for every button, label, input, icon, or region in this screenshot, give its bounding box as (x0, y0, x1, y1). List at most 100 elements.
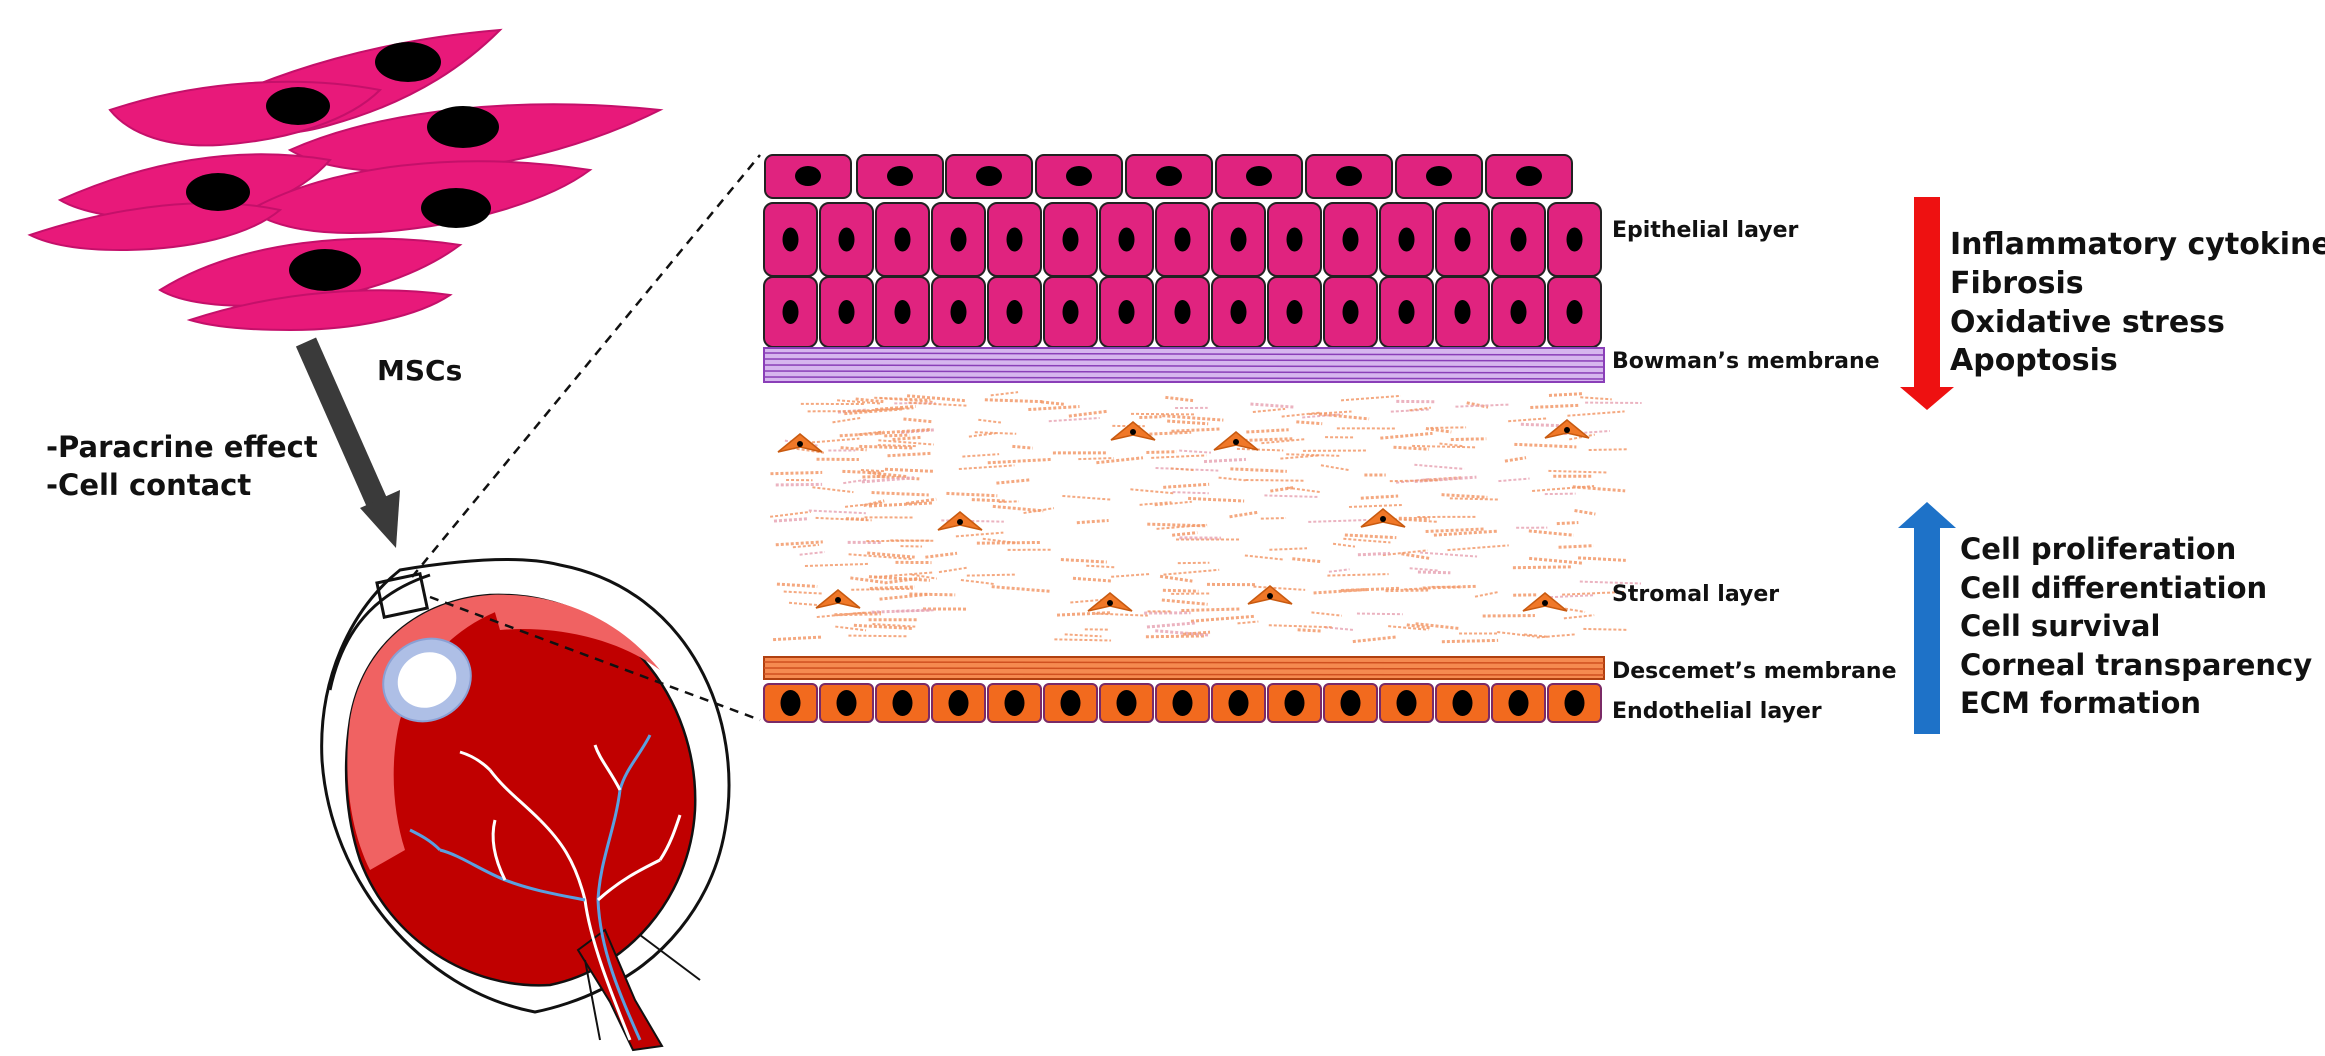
cell-nucleus (838, 227, 855, 252)
collagen-fibril (1327, 573, 1389, 577)
collagen-fibril (856, 407, 914, 412)
collagen-fibril (1246, 428, 1289, 434)
collagen-fibril (1252, 407, 1286, 414)
collagen-fibril (872, 623, 916, 628)
collagen-fibril (1218, 476, 1246, 482)
collagen-fibril (1188, 496, 1245, 503)
collagen-fibril (868, 471, 908, 479)
collagen-fibril (832, 416, 861, 424)
cell-nucleus (1006, 227, 1023, 252)
collagen-fibril (1455, 403, 1510, 408)
msc-label: MSCs (377, 354, 463, 387)
cell-nucleus (1230, 227, 1247, 252)
msc-nucleus (289, 249, 361, 291)
collagen-fibril (1520, 422, 1573, 428)
cornea-zoom-box (375, 572, 430, 619)
collagen-fibril (1229, 510, 1258, 519)
collagen-fibril (1268, 624, 1332, 629)
msc-cluster (27, 28, 664, 332)
collagen-fibril (792, 543, 820, 549)
collagen-fibril (1170, 467, 1194, 472)
collagen-fibril (1146, 450, 1177, 454)
cell-nucleus (887, 166, 913, 186)
increase-arrow (1898, 502, 1956, 734)
collagen-fibril (1048, 416, 1100, 423)
cell-nucleus (1398, 300, 1415, 324)
collagen-fibril (1237, 620, 1259, 625)
collagen-fibril (990, 391, 1019, 397)
collagen-fibril (869, 585, 916, 590)
collagen-fibril (835, 625, 867, 632)
collagen-fibril (1583, 627, 1627, 631)
msc-cell (186, 289, 453, 332)
cell-nucleus (1228, 690, 1249, 716)
collagen-fibril (879, 592, 930, 601)
collagen-fibril (868, 501, 933, 508)
collagen-fibril (1086, 564, 1115, 569)
collagen-fibril (1532, 485, 1595, 493)
collagen-fibril (1190, 614, 1255, 623)
mechanism-paracrine: -Paracrine effect (46, 430, 318, 464)
cell-nucleus (1233, 439, 1239, 445)
collagen-fibril (1111, 573, 1150, 578)
collagen-fibril (1156, 523, 1208, 530)
collagen-fibril (1328, 568, 1350, 573)
collagen-fibril (1385, 588, 1429, 593)
collagen-fibril (861, 476, 915, 484)
collagen-fibril (1095, 612, 1148, 617)
eye-illustration (320, 558, 731, 1052)
collagen-fibril (884, 467, 934, 473)
collagen-fibril (906, 497, 937, 505)
cell-nucleus (1118, 300, 1135, 324)
collagen-fibril (1588, 448, 1628, 451)
increase-item: Cell proliferation (1960, 532, 2237, 566)
collagen-fibril (770, 470, 823, 476)
collagen-fibril (1572, 485, 1626, 493)
cell-nucleus (1426, 166, 1452, 186)
cell-nucleus (1516, 166, 1542, 186)
collagen-fibril (991, 585, 1051, 593)
collagen-fibril (1167, 419, 1209, 426)
cell-nucleus (1342, 227, 1359, 252)
collagen-fibril (1343, 537, 1391, 544)
collagen-fibril (938, 566, 969, 574)
collagen-fibril (1382, 549, 1428, 557)
cell-nucleus (1286, 227, 1303, 252)
collagen-fibril (775, 540, 823, 547)
collagen-fibril (1433, 529, 1498, 537)
cell-nucleus (957, 519, 963, 525)
msc-nucleus (427, 106, 499, 148)
collagen-fibril (1131, 412, 1195, 416)
cell-nucleus (892, 690, 913, 716)
collagen-fibril (955, 531, 1004, 538)
collagen-fibril (1409, 406, 1431, 412)
collagen-fibril (816, 611, 867, 619)
cell-nucleus (1510, 300, 1527, 324)
collagen-fibril (1580, 396, 1612, 401)
collagen-fibril (808, 509, 866, 515)
collagen-fibril (1352, 635, 1398, 644)
cell-nucleus (894, 227, 911, 252)
collagen-fibril (987, 457, 1053, 465)
collagen-fibril (1340, 394, 1401, 402)
cell-nucleus (1062, 300, 1079, 324)
collagen-fibril (984, 398, 1043, 404)
collagen-fibril (1296, 420, 1323, 426)
collagen-fibril (776, 582, 818, 588)
cell-nucleus (835, 597, 841, 603)
collagen-fibril (1497, 631, 1535, 638)
collagen-fibril (877, 444, 916, 448)
collagen-fibril (1072, 576, 1113, 583)
collagen-fibril (1406, 623, 1431, 630)
descemets-membrane (763, 656, 1605, 680)
collagen-fibril (925, 551, 958, 559)
cell-nucleus (838, 300, 855, 324)
cell-nucleus (782, 227, 799, 252)
pupil (397, 652, 457, 708)
collagen-fibril (1286, 453, 1342, 457)
collagen-fibril (850, 576, 883, 584)
cell-nucleus (1116, 690, 1137, 716)
bowman-fiber (763, 376, 1605, 380)
collagen-fibril (859, 444, 914, 450)
cell-nucleus (1246, 166, 1272, 186)
